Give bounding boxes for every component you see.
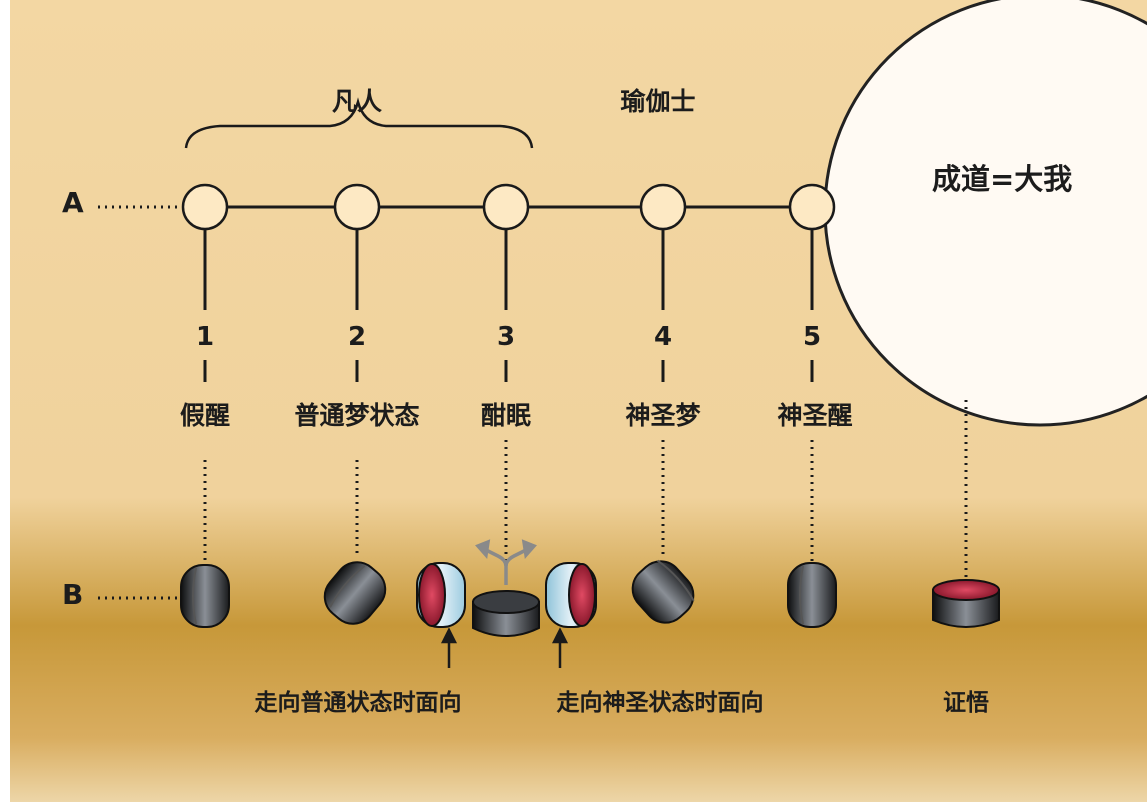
realization-label: 证悟 — [943, 690, 989, 716]
up-arrow-icons — [440, 627, 569, 668]
state-label-2: 普通梦状态 — [294, 401, 420, 430]
node-1 — [181, 183, 229, 231]
state-nodes — [181, 183, 836, 231]
axis-a-label: A — [62, 186, 84, 219]
disc-3-center — [472, 590, 540, 637]
toward-divine-label: 走向神圣状态时面向 — [556, 690, 764, 716]
toward-ordinary-label: 走向普通状态时面向 — [254, 690, 462, 716]
axis-b-label: B — [62, 578, 84, 611]
group-yogi-label: 瑜伽士 — [620, 87, 696, 116]
state-number-5: 5 — [802, 322, 822, 352]
node-4 — [639, 183, 687, 231]
disc-6 — [932, 579, 1000, 628]
state-label-5: 神圣醒 — [777, 401, 853, 430]
state-stems — [203, 230, 814, 382]
state-label-1: 假醒 — [179, 401, 231, 430]
fork-arrow-icon — [475, 539, 537, 585]
state-number-4: 4 — [653, 322, 673, 352]
node-3 — [482, 183, 530, 231]
disc-3-left — [416, 562, 466, 628]
state-number-3: 3 — [496, 322, 516, 352]
disc-4 — [631, 559, 695, 624]
group-ordinary-label: 凡人 — [331, 87, 383, 116]
state-number-2: 2 — [347, 322, 367, 352]
node-5 — [788, 183, 836, 231]
goal-label: 成道=大我 — [932, 162, 1073, 196]
state-label-4: 神圣梦 — [625, 401, 701, 430]
state-number-1: 1 — [195, 322, 215, 352]
dotted-connectors — [203, 400, 968, 580]
ordinary-brace — [184, 97, 534, 149]
disc-1 — [180, 564, 230, 628]
node-2 — [333, 183, 381, 231]
disc-3-right — [545, 562, 597, 628]
state-label-3: 酣眠 — [480, 401, 532, 430]
disc-5 — [787, 562, 837, 628]
disc-2 — [323, 561, 387, 625]
